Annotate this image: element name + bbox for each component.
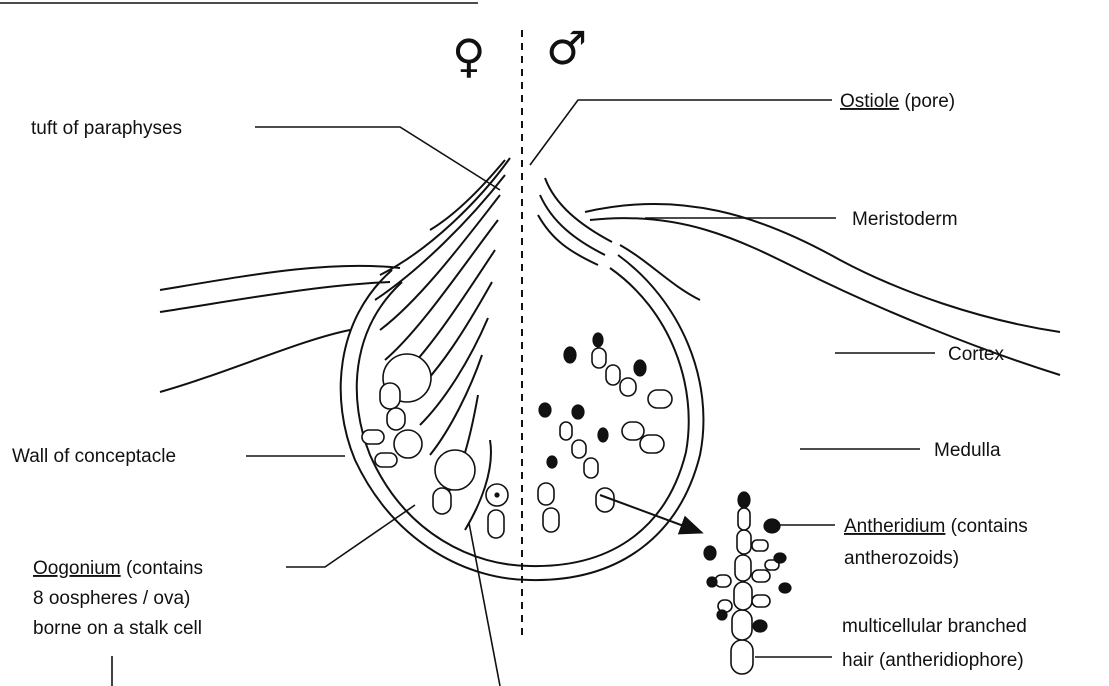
label-hair-line1: multicellular branched — [842, 616, 1027, 637]
label-cortex: Cortex — [948, 344, 1004, 365]
label-wall: Wall of conceptacle — [12, 446, 176, 467]
enlargement-arrow — [600, 495, 700, 532]
label-oogonium-line2: 8 oospheres / ova) — [33, 588, 190, 609]
leader-lines — [112, 100, 935, 686]
female-symbol: ♀ — [452, 29, 486, 83]
male-symbol: ♂ — [546, 21, 587, 75]
label-antheridium-line2: antherozoids) — [844, 548, 959, 569]
label-tuft: tuft of paraphyses — [31, 118, 182, 139]
label-ostiole: Ostiole (pore) — [840, 91, 955, 112]
label-medulla: Medulla — [934, 440, 1001, 461]
antheridiophore-enlarged — [704, 492, 791, 674]
conceptacle-wall-inner — [357, 268, 689, 566]
label-meristoderm: Meristoderm — [852, 209, 958, 230]
ostiole-filaments-right — [538, 178, 612, 265]
antheridiophores-inner — [538, 333, 672, 532]
label-hair-line2: hair (antheridiophore) — [842, 650, 1024, 671]
label-antheridium-line1: Antheridium (contains — [844, 516, 1028, 537]
label-oogonium-line3: borne on a stalk cell — [33, 618, 202, 639]
label-oogonium-line1: Oogonium (contains — [33, 558, 203, 579]
thallus-layers-left — [160, 266, 400, 392]
oogonium-cells — [362, 354, 508, 538]
